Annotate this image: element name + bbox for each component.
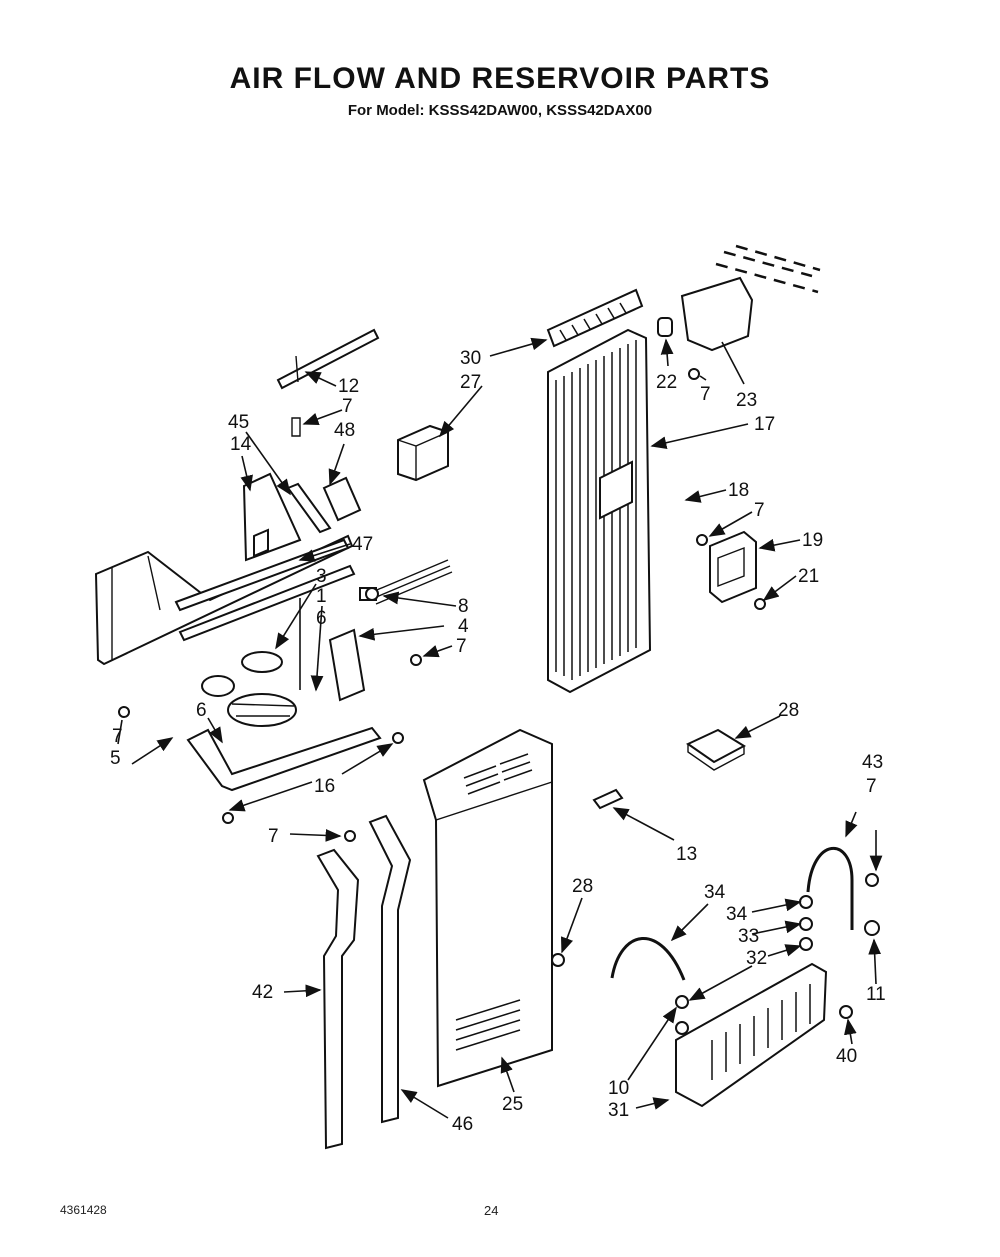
- callout-7-12: 7: [342, 396, 353, 417]
- part-25-air-duct-panel: [422, 728, 553, 1088]
- callout-7-top: 7: [700, 384, 711, 405]
- model-subtitle: For Model: KSSS42DAW00, KSSS42DAX00: [347, 102, 653, 119]
- callout-48: 48: [334, 420, 355, 441]
- part-17-cover-panel: [547, 328, 652, 694]
- callout-7-43: 7: [866, 776, 877, 797]
- diagram-title: AIR FLOW AND RESERVOIR PARTS: [229, 62, 771, 95]
- leader-lines: [117, 337, 883, 1119]
- callout-43: 43: [862, 752, 883, 773]
- callout-27: 28: [572, 876, 593, 897]
- callout-47: 47: [352, 534, 373, 555]
- fan-housing-assembly: [94, 534, 356, 666]
- callout-7-42: 7: [268, 826, 279, 847]
- callout-17: 17: [754, 414, 775, 435]
- part-14-baffle: [242, 472, 302, 562]
- callout-7-4: 7: [456, 636, 467, 657]
- callout-45: 46: [452, 1114, 473, 1135]
- part-26-duct: [397, 424, 449, 482]
- callout-29: 30: [460, 348, 481, 369]
- callout-8: 8: [458, 596, 469, 617]
- callout-19: 19: [802, 530, 823, 551]
- part-30-reservoir: [675, 962, 828, 1108]
- part-28-pad: [685, 728, 747, 771]
- callout-33: 33: [738, 926, 759, 947]
- part-43-tube: [806, 847, 854, 930]
- callout-23: 23: [736, 390, 757, 411]
- part-42-channel: [316, 848, 360, 1150]
- callout-11: 11: [866, 984, 886, 1005]
- part-19-damper: [709, 530, 757, 604]
- part-48-seal: [322, 476, 362, 522]
- part-29-grille: [546, 288, 644, 348]
- callout-31: 34: [704, 882, 726, 903]
- callout-6-left: 6: [196, 700, 207, 721]
- callout-18: 18: [728, 480, 749, 501]
- callout-10: 10: [608, 1078, 629, 1099]
- part-31-tube: [610, 937, 686, 981]
- callout-13: 13: [676, 844, 697, 865]
- page-number: 24: [484, 1203, 499, 1218]
- callout-7-mid: 7: [754, 500, 765, 521]
- callout-30: 31: [608, 1100, 629, 1121]
- callout-21: 21: [798, 566, 819, 587]
- part-45-gasket: [368, 814, 412, 1124]
- fan-motor: [201, 651, 297, 727]
- part-23-bracket: [680, 244, 821, 352]
- callout-14: 14: [230, 434, 252, 455]
- part-46-strip: [286, 482, 332, 534]
- callout-22: 22: [656, 372, 677, 393]
- callout-6-top: 6: [316, 608, 327, 629]
- callout-40: 40: [836, 1046, 857, 1067]
- callout-4: 4: [458, 616, 469, 637]
- callout-5: 5: [110, 748, 121, 769]
- fasteners: [118, 368, 880, 1035]
- callout-3: 3: [316, 566, 327, 587]
- callout-16: 16: [314, 776, 335, 797]
- callout-34: 34: [726, 904, 748, 925]
- callout-32: 32: [746, 948, 767, 969]
- callout-28: 28: [778, 700, 799, 721]
- part-13-fitting: [592, 788, 624, 810]
- callout-26: 27: [460, 372, 481, 393]
- callout-25: 25: [502, 1094, 523, 1115]
- part-12-bracket: [276, 328, 380, 437]
- document-number: 4361428: [60, 1203, 107, 1217]
- callout-42: 42: [252, 982, 273, 1003]
- part-22-plug: [657, 317, 673, 337]
- callout-1: 1: [316, 586, 327, 607]
- callout-12: 12: [338, 376, 359, 397]
- callout-labels: 30 27 22 7 23 17 18 7 19 21 12 7 48 45 1…: [110, 348, 886, 1135]
- callout-7-left: 7: [112, 726, 123, 747]
- callout-46: 45: [228, 412, 249, 433]
